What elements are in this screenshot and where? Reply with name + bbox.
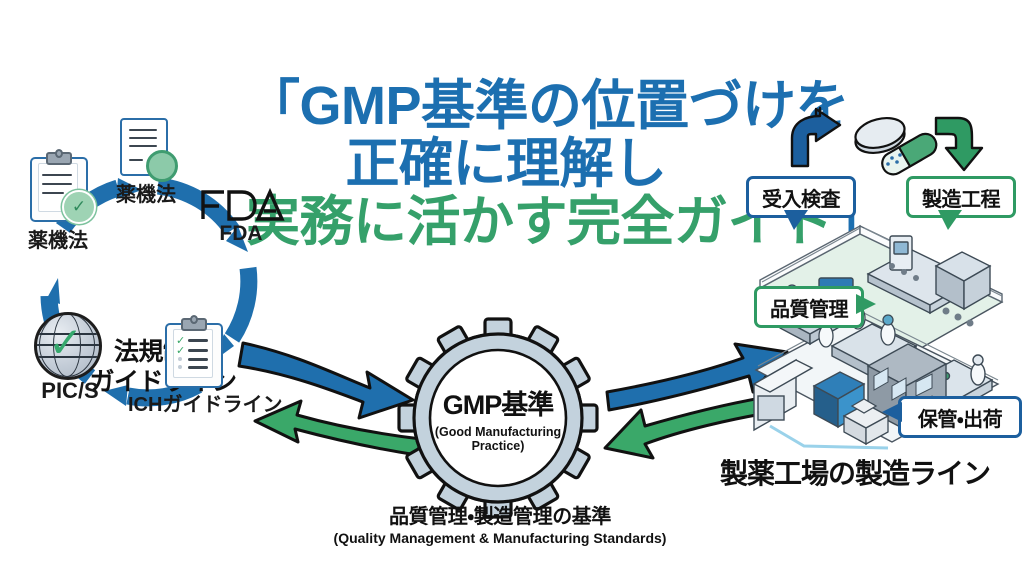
gear-subtitle-line-1: (Good Manufacturing xyxy=(434,424,562,439)
gear-caption-jp: 品質管理・製造管理の基準 xyxy=(389,506,611,528)
cycle-node-label-yakukiho-certificate: 薬機法 xyxy=(116,184,176,206)
certificate-seal-icon xyxy=(120,118,178,182)
clipboard-checklist-icon: ✓ ✓ xyxy=(165,314,223,388)
gear-caption-en: (Quality Management & Manufacturing Stan… xyxy=(333,530,667,546)
callout-tail-manufacturing xyxy=(938,210,962,230)
fda-logo-mark xyxy=(201,187,285,221)
factory-label-quality-control-text: 品質管理 xyxy=(770,298,849,321)
globe-check-icon: ✓ xyxy=(34,312,102,380)
regulatory-cycle-diagram: 法規制の ガイドライン ✓ 薬機法 xyxy=(0,100,320,440)
pills-capsule-icon xyxy=(854,117,938,176)
globe-check-mark-icon: ✓ xyxy=(48,319,84,366)
gear-caption: 品質管理・製造管理の基準 (Quality Management & Manuf… xyxy=(330,500,670,546)
arrow-gmp-to-factory xyxy=(605,342,789,412)
pharma-factory-illustration: 受入検査 製造工程 品質管理 保管・出荷 xyxy=(740,106,1024,450)
cycle-node-label-fda: FDA xyxy=(219,222,263,245)
arrow-guidelines-to-gmp xyxy=(237,341,415,420)
cycle-node-label-ich: ICHガイドライン xyxy=(128,394,283,416)
factory-label-quality-control[interactable]: 品質管理 xyxy=(754,286,864,328)
callout-tail-receiving xyxy=(784,210,808,230)
callout-tail-storage xyxy=(882,402,902,422)
gear-subtitle-line-2: Practice) xyxy=(471,439,525,453)
title-line-3: 実務に活かす完全ガイド」 xyxy=(246,194,888,250)
factory-caption: 製薬工場の製造ライン xyxy=(719,458,991,489)
arrow-factory-to-gmp xyxy=(603,392,789,460)
factory-label-storage-shipping[interactable]: 保管・出荷 xyxy=(898,396,1022,438)
gear-title: GMP基準 xyxy=(442,389,555,420)
clipboard-check-icon: ✓ xyxy=(30,148,96,224)
gmp-gear: GMP基準 (Good Manufacturing Practice) xyxy=(397,317,599,519)
gear-shape xyxy=(397,317,599,519)
title-line-2: 正確に理解し xyxy=(345,134,668,195)
title-line-3-green: 実務に活かす完全ガイド xyxy=(246,192,835,253)
title-line-1: 「GMP基準の位置づけを xyxy=(246,76,850,136)
cycle-node-label-yakukiho-clipboard: 薬機法 xyxy=(28,230,88,252)
factory-label-manufacturing-process-text: 製造工程 xyxy=(922,188,1001,211)
page-title: 「GMP基準の位置づけを 正確に理解し 実務に活かす完全ガイド」 xyxy=(246,76,888,251)
factory-label-receiving-inspection-text: 受入検査 xyxy=(762,188,841,211)
arrow-gmp-to-guidelines xyxy=(253,399,423,457)
arrow-product-out xyxy=(934,116,984,172)
cycle-node-label-pics: PIC/S xyxy=(41,378,99,403)
arrow-materials-in xyxy=(790,106,842,168)
gear-subtitle: (Good Manufacturing Practice) xyxy=(435,425,561,454)
gear-text-block: GMP基準 (Good Manufacturing Practice) xyxy=(398,318,598,518)
callout-tail-quality xyxy=(856,294,876,314)
fda-logo-icon xyxy=(198,185,285,227)
factory-label-storage-shipping-text: 保管・出荷 xyxy=(917,408,1003,431)
check-badge-icon: ✓ xyxy=(62,190,96,224)
